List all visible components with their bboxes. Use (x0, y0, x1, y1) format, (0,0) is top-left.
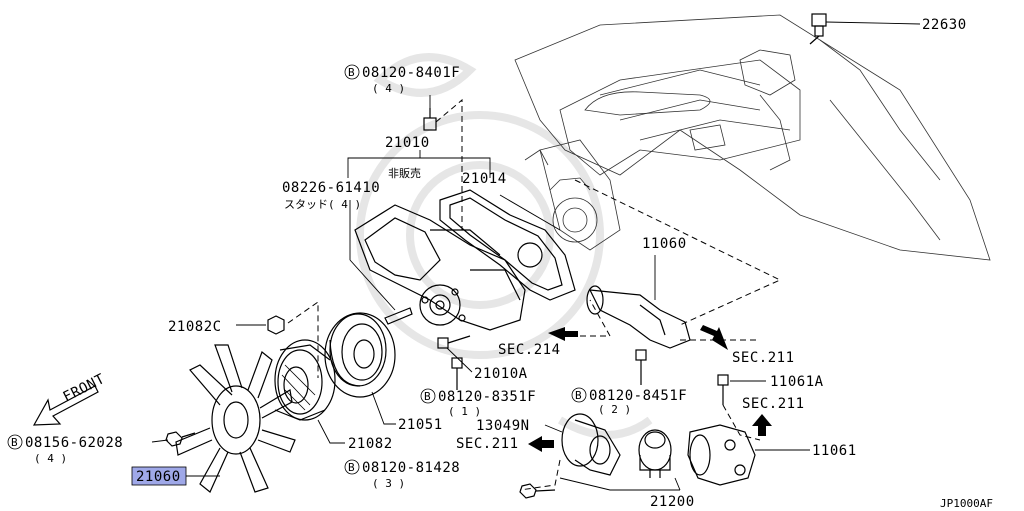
qty-08156-62028: ( 4 ) (34, 452, 67, 465)
water-pump-21010[interactable] (354, 204, 526, 331)
label-11061a[interactable]: 11061A (770, 374, 824, 390)
label-13049n[interactable]: 13049N (476, 418, 530, 434)
label-sec211-right[interactable]: SEC.211 (732, 350, 795, 366)
label-21051[interactable]: 21051 (398, 417, 443, 433)
arrow-sec211-left (528, 436, 554, 452)
bolt-11061a[interactable] (717, 374, 761, 441)
label-22630[interactable]: 22630 (922, 17, 967, 33)
nut-21082c[interactable] (267, 301, 319, 378)
label-21200[interactable]: 21200 (650, 494, 695, 510)
bolt-08156-62028[interactable] (165, 431, 196, 447)
engine-block (514, 14, 991, 261)
label-08156-62028[interactable]: 08156-62028 (25, 435, 123, 451)
qty-08120-8451f: ( 2 ) (598, 403, 631, 416)
label-21060[interactable]: 21060 (136, 469, 181, 485)
svg-text:B: B (575, 389, 582, 402)
thermostat-housing-11061[interactable] (687, 424, 810, 486)
qty-08120-81428: ( 3 ) (372, 477, 405, 490)
pulley-21051[interactable] (324, 312, 396, 398)
bolt-08120-8451f[interactable] (635, 349, 647, 385)
label-21014[interactable]: 21014 (462, 171, 507, 187)
label-21010a[interactable]: 21010A (474, 366, 528, 382)
svg-text:B: B (348, 66, 355, 79)
qty-08120-8401f: ( 4 ) (372, 82, 405, 95)
diagram-reference-code: JP1000AF (940, 497, 993, 510)
svg-text:B: B (348, 461, 355, 474)
label-08120-81428[interactable]: 08120-81428 (362, 460, 460, 476)
bolt-08120-8401f[interactable] (423, 95, 463, 230)
label-sec211-up[interactable]: SEC.211 (742, 396, 805, 412)
label-21010[interactable]: 21010 (385, 135, 430, 151)
gasket-13049n[interactable] (519, 413, 621, 491)
label-08120-8351f[interactable]: 08120-8351F (438, 389, 536, 405)
watermark (356, 53, 653, 439)
label-21082[interactable]: 21082 (348, 436, 393, 452)
label-21082c[interactable]: 21082C (168, 319, 222, 335)
gasket-21014[interactable] (439, 189, 576, 301)
label-08226-61410[interactable]: 08226-61410 (282, 180, 380, 196)
svg-text:B: B (11, 436, 18, 449)
front-arrow (32, 385, 99, 426)
bracket-21010 (347, 157, 491, 178)
stud-bolt (384, 307, 413, 325)
bolt-marker-b4: B (7, 434, 23, 450)
bolt-21010a[interactable] (437, 335, 471, 349)
bolt-08120-8351f[interactable] (451, 357, 463, 390)
arrow-sec211-up (752, 414, 772, 436)
sensor-22630[interactable] (809, 13, 921, 45)
label-11061[interactable]: 11061 (812, 443, 857, 459)
bolt-marker-b1: B (344, 64, 360, 80)
qty-08120-8351f: ( 1 ) (448, 405, 481, 418)
thermostat-21200[interactable] (638, 429, 672, 478)
water-outlet-11060[interactable] (586, 285, 691, 349)
fan-coupling-21082[interactable] (274, 339, 336, 421)
arrow-sec211-right (700, 325, 728, 350)
bolt-marker-b2: B (420, 388, 436, 404)
fan-21060[interactable] (175, 344, 296, 493)
label-11060[interactable]: 11060 (642, 236, 687, 252)
label-sec214[interactable]: SEC.214 (498, 342, 561, 358)
bolt-marker-b5: B (344, 459, 360, 475)
bolt-marker-b3: B (571, 387, 587, 403)
label-08120-8451f[interactable]: 08120-8451F (589, 388, 687, 404)
label-sec211-left[interactable]: SEC.211 (456, 436, 519, 452)
arrow-sec214 (548, 327, 578, 341)
svg-text:B: B (424, 390, 431, 403)
label-front: FRONT (61, 371, 108, 406)
bolt-08120-81428[interactable] (519, 483, 556, 499)
label-hihanbai: 非販売 (388, 167, 421, 180)
label-08120-8401f[interactable]: 08120-8401F (362, 65, 460, 81)
label-stud: スタッド( 4 ) (284, 198, 361, 211)
